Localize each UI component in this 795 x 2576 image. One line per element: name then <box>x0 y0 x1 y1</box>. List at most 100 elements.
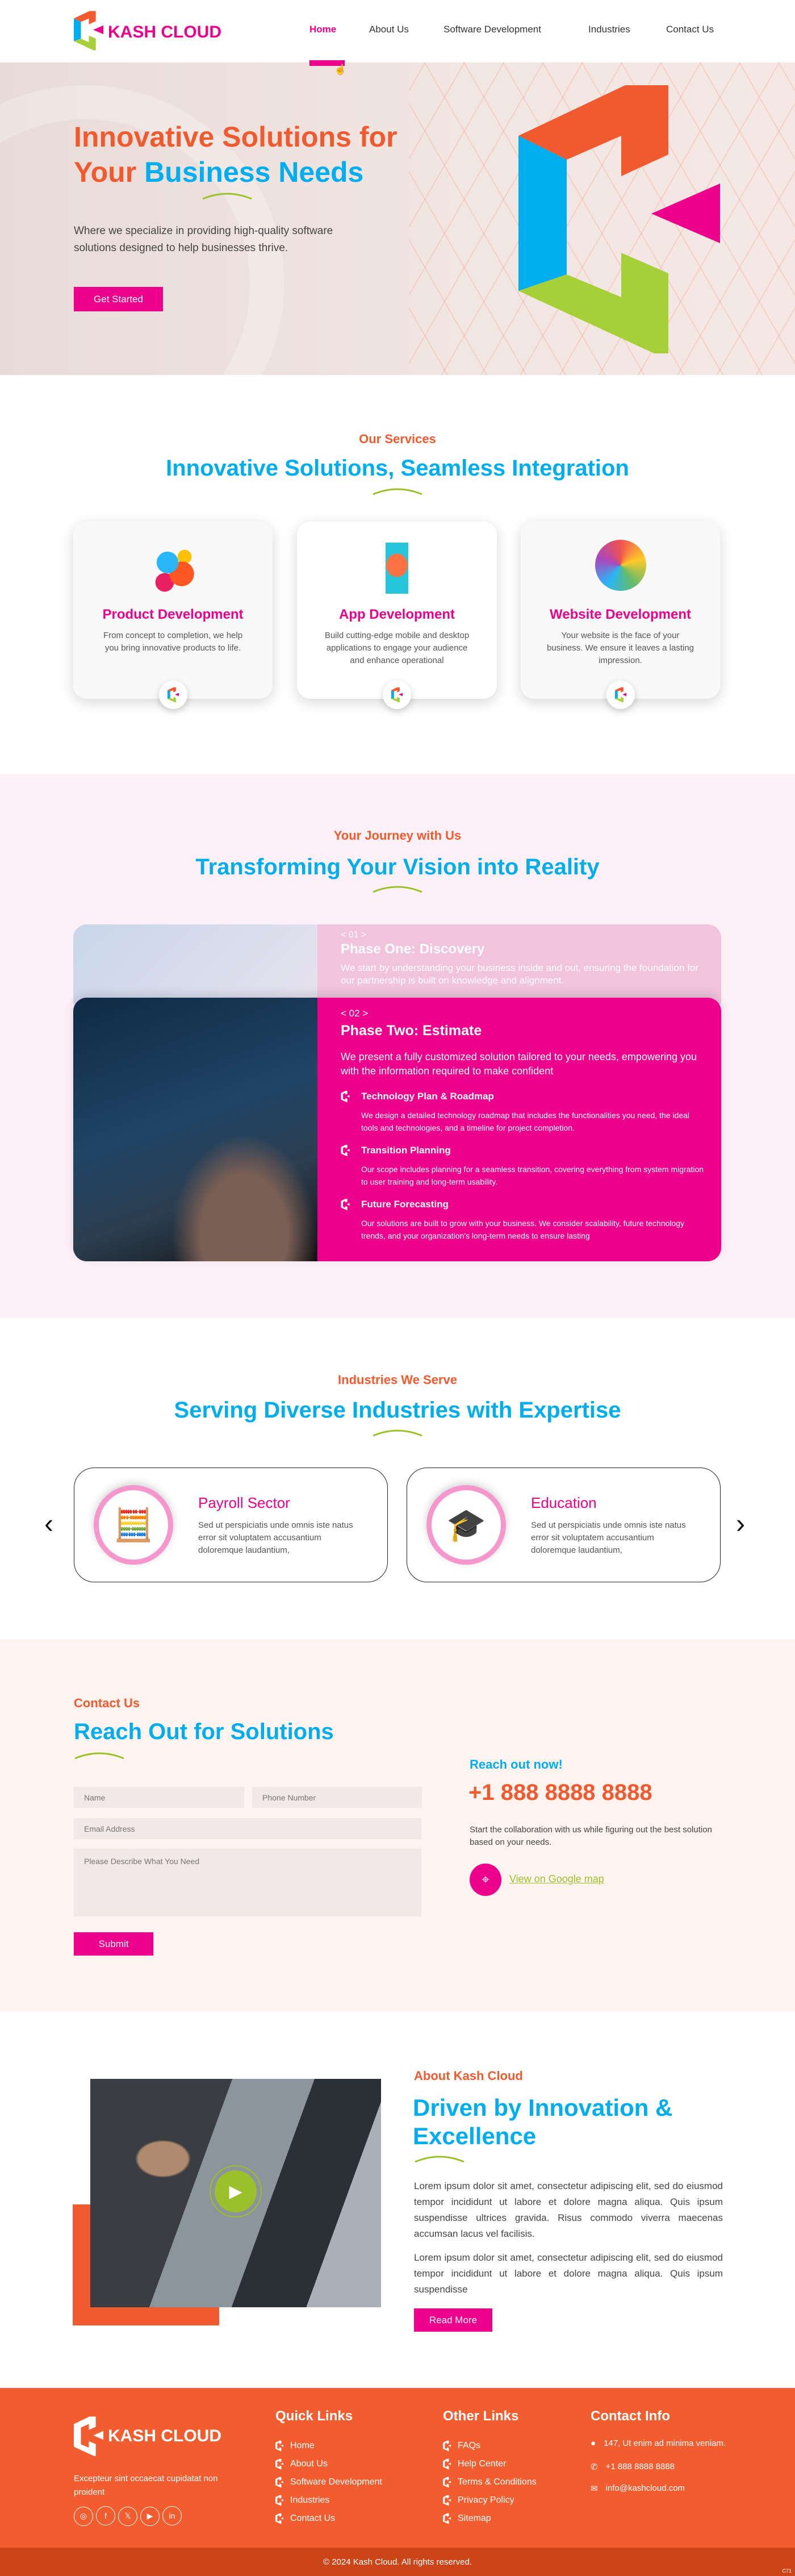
linkedin-icon[interactable]: in <box>162 2506 182 2525</box>
title-underline <box>372 487 423 495</box>
industry-card-payroll[interactable]: 🧮 Payroll Sector Sed ut perspiciatis und… <box>74 1468 388 1582</box>
reach-out-text: Start the collaboration with us while fi… <box>470 1825 712 1847</box>
footer-link-sitemap[interactable]: Sitemap <box>443 2510 537 2528</box>
footer-link-about-us[interactable]: About Us <box>275 2455 382 2473</box>
mail-icon: ✉ <box>591 2484 598 2494</box>
footer-link-terms[interactable]: Terms & Conditions <box>443 2473 537 2491</box>
footer-logo[interactable]: KASH CLOUD <box>74 2411 221 2462</box>
industries-section: Industries We Serve Serving Diverse Indu… <box>0 1318 795 1639</box>
google-map-link[interactable]: View on Google map <box>509 1873 604 1885</box>
phase-card-estimate[interactable]: < 02 > Phase Two: Estimate We present a … <box>73 998 721 1261</box>
footer-link-software-development[interactable]: Software Development <box>275 2473 382 2491</box>
logo-mark-icon <box>74 5 103 57</box>
bullet-logo-icon <box>341 1199 350 1210</box>
product-development-icon <box>144 540 202 597</box>
footer-link-privacy[interactable]: Privacy Policy <box>443 2491 537 2510</box>
bullet-logo-icon <box>443 2513 451 2524</box>
phase-card-discovery[interactable]: < 01 > Phase One: Discovery We start by … <box>73 924 721 1004</box>
service-badge <box>383 681 411 709</box>
bullet-logo-icon <box>275 2477 283 2488</box>
logo-mark-icon <box>391 687 403 703</box>
footer-link-contact-us[interactable]: Contact Us <box>275 2510 382 2528</box>
map-pin-icon: ⌖ <box>470 1864 501 1896</box>
submit-button[interactable]: Submit <box>74 1932 153 1956</box>
phase-number: < 01 > <box>341 930 367 940</box>
bullet-logo-icon <box>443 2477 451 2488</box>
phase-image-laptop <box>73 998 317 1261</box>
about-eyebrow: About Kash Cloud <box>414 2069 523 2083</box>
x-icon[interactable]: 𝕏 <box>118 2506 137 2526</box>
footer-link-faqs[interactable]: FAQs <box>443 2437 537 2455</box>
journey-section: Your Journey with Us Transforming Your V… <box>0 774 795 1318</box>
corner-label: C71 <box>782 2568 792 2574</box>
journey-title: Transforming Your Vision into Reality <box>195 855 600 879</box>
nav-software-development[interactable]: Software Development <box>443 24 541 35</box>
quick-links: Quick Links Home About Us Software Devel… <box>275 2408 382 2528</box>
nav-industries[interactable]: Industries <box>588 24 630 35</box>
footer-phone[interactable]: ✆+1 888 8888 8888 <box>591 2462 675 2472</box>
nav-home[interactable]: Home <box>309 24 337 35</box>
logo[interactable]: KASH CLOUD <box>74 5 221 57</box>
bullet-logo-icon <box>341 1145 350 1156</box>
industry-card-education[interactable]: 🎓 Education Sed ut perspiciatis unde omn… <box>407 1468 721 1582</box>
email-input[interactable] <box>74 1818 421 1839</box>
services-section: Our Services Innovative Solutions, Seaml… <box>0 375 795 773</box>
nav-about-us[interactable]: About Us <box>369 24 409 35</box>
service-title: Product Development <box>102 607 244 622</box>
service-title: App Development <box>338 607 455 622</box>
copyright-text: © 2024 Kash Cloud. All rights reserved. <box>323 2557 472 2567</box>
location-pin-icon: ● <box>591 2439 596 2448</box>
contact-title: Reach Out for Solutions <box>74 1719 334 1744</box>
phone-input[interactable] <box>252 1787 422 1808</box>
read-more-button[interactable]: Read More <box>414 2308 492 2332</box>
industry-description: Sed ut perspiciatis unde omnis iste natu… <box>531 1520 686 1555</box>
about-paragraph-2: Lorem ipsum dolor sit amet, consectetur … <box>414 2252 723 2295</box>
service-card-product-development[interactable]: Product Development From concept to comp… <box>73 522 273 709</box>
other-links: Other Links FAQs Help Center Terms & Con… <box>443 2408 537 2528</box>
nav-contact-us[interactable]: Contact Us <box>666 24 714 35</box>
bullet-logo-icon <box>443 2440 451 2452</box>
footer-link-home[interactable]: Home <box>275 2437 382 2455</box>
footer-tagline: Excepteur sint occaecat cupidatat non pr… <box>74 2474 218 2497</box>
contact-eyebrow: Contact Us <box>74 1696 140 1710</box>
get-started-button[interactable]: Get Started <box>74 287 163 311</box>
logo-mark-icon <box>74 2411 103 2462</box>
youtube-icon[interactable]: ▶ <box>140 2506 160 2526</box>
service-description: Your website is the face of your busines… <box>546 631 694 665</box>
name-input[interactable] <box>74 1787 244 1808</box>
service-card-app-development[interactable]: App Development Build cutting-edge mobil… <box>297 522 497 709</box>
education-icon: 🎓 <box>426 1485 506 1565</box>
bullet-logo-icon <box>275 2440 283 2452</box>
bullet-logo-icon <box>341 1091 350 1102</box>
facebook-icon[interactable]: f <box>96 2506 115 2525</box>
bullet-logo-icon <box>443 2458 451 2470</box>
industries-title: Serving Diverse Industries with Expertis… <box>174 1398 621 1423</box>
contact-info: Contact Info ●147, Ut enim ad minima ven… <box>591 2408 726 2494</box>
title-underline <box>74 1752 125 1760</box>
contact-phone[interactable]: +1 888 8888 8888 <box>468 1780 652 1805</box>
phase-description: We present a fully customized solution t… <box>341 1051 697 1077</box>
bullet-logo-icon <box>443 2495 451 2506</box>
footer-email[interactable]: ✉info@kashcloud.com <box>591 2483 685 2494</box>
play-video-button[interactable]: ▶ <box>210 2165 262 2217</box>
copyright-bar: © 2024 Kash Cloud. All rights reserved. … <box>0 2548 795 2576</box>
service-description: From concept to completion, we help you … <box>103 631 243 653</box>
instagram-icon[interactable]: ◎ <box>74 2506 93 2526</box>
phase-title: Phase One: Discovery <box>341 941 485 957</box>
site-header: KASH CLOUD Home About Us Software Develo… <box>0 0 795 62</box>
phase-title: Phase Two: Estimate <box>341 1023 482 1039</box>
carousel-next-button[interactable]: › <box>736 1509 745 1539</box>
service-title: Website Development <box>550 607 691 622</box>
phase-items: Technology Plan & Roadmap We design a de… <box>341 1091 704 1253</box>
industry-title: Education <box>531 1494 597 1511</box>
message-textarea[interactable] <box>74 1849 421 1916</box>
industry-title: Payroll Sector <box>198 1494 290 1511</box>
service-card-website-development[interactable]: Website Development Your website is the … <box>521 522 720 709</box>
footer-link-help-center[interactable]: Help Center <box>443 2455 537 2473</box>
bullet-logo-icon <box>275 2513 283 2524</box>
footer-link-industries[interactable]: Industries <box>275 2491 382 2510</box>
carousel-prev-button[interactable]: ‹ <box>44 1509 53 1539</box>
phase-item: Technology Plan & Roadmap We design a de… <box>341 1091 704 1145</box>
about-section: ▶ About Kash Cloud Driven by Innovation … <box>0 2011 795 2388</box>
